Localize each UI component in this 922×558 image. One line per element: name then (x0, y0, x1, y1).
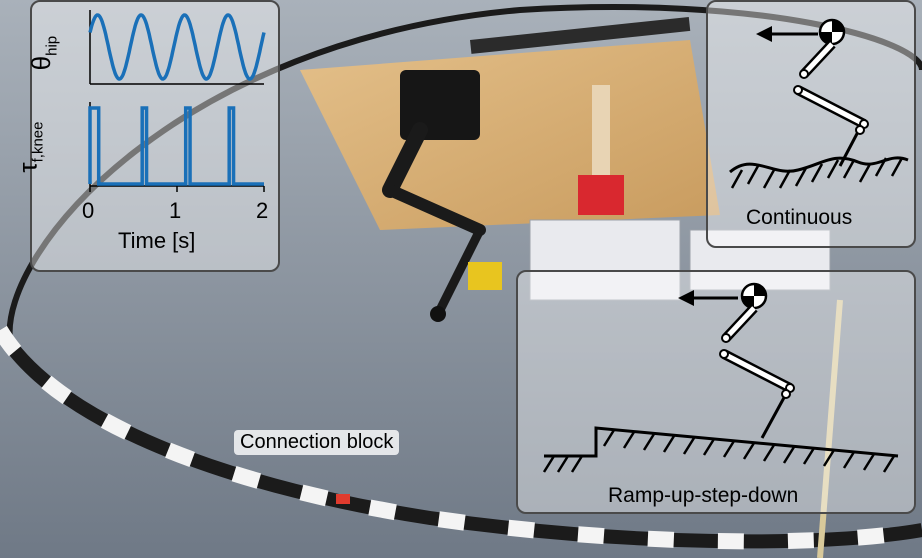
ramp-terrain (544, 426, 899, 458)
continuous-panel: Continuous (706, 0, 916, 248)
robot-foot-link (435, 225, 485, 315)
tau-knee-curve (88, 106, 264, 186)
x-tick-label-2: 2 (256, 198, 269, 223)
ramp-hatching (602, 429, 896, 473)
foot-link (760, 393, 788, 439)
joint-4 (781, 389, 791, 399)
continuous-diagram (729, 18, 909, 189)
tau-subscript: f,knee (29, 121, 47, 163)
shank-link-inner (722, 351, 792, 391)
connection-block (336, 494, 350, 504)
shank-link-inner (796, 87, 866, 127)
signal-plot-panel: θhip τf,knee 0 1 2 Time [s] (12, 0, 280, 272)
x-axis-label: Time [s] (118, 228, 196, 253)
theta-hip-curve (88, 13, 266, 81)
robot-thigh (382, 122, 428, 198)
boom-arm (469, 17, 691, 54)
thigh-link-inner (802, 42, 834, 76)
post-base (578, 175, 624, 215)
thigh-link-inner (724, 306, 756, 340)
direction-arrow-head (678, 290, 694, 306)
ramp-panel: Ramp-up-step-down (516, 270, 916, 514)
robot-shank (384, 184, 486, 236)
tau-knee-label: τf,knee (12, 122, 46, 173)
hip-mass-quadrants (820, 20, 844, 44)
joint-1 (799, 69, 809, 79)
joint-1 (721, 333, 731, 343)
track-clamps (0, 325, 922, 550)
power-supply (529, 219, 681, 301)
tau-symbol: τ (12, 162, 43, 173)
joint-4 (855, 125, 865, 135)
direction-arrow-head (756, 26, 772, 42)
continuous-label: Continuous (746, 206, 853, 229)
x-tick-label-1: 1 (169, 198, 182, 223)
boom-post (592, 85, 610, 195)
joint-2 (793, 85, 803, 95)
hip-mass-quadrants (742, 284, 766, 308)
x-tick-label-0: 0 (82, 198, 95, 223)
terrain-hatching (730, 157, 904, 189)
track-ring (6, 4, 922, 341)
robot-foot (430, 306, 446, 322)
ramp-label: Ramp-up-step-down (608, 484, 799, 507)
signal-plot-svg (88, 10, 266, 192)
theta-hip-label: θhip (26, 36, 60, 71)
continuous-terrain (729, 156, 909, 174)
joint-2 (719, 349, 729, 359)
yellow-box (468, 262, 502, 290)
theta-symbol: θ (26, 55, 57, 71)
ramp-diagram (542, 282, 899, 473)
ground-hatching (542, 455, 584, 473)
floor-tape (817, 299, 843, 558)
theta-subscript: hip (43, 35, 61, 56)
connection-block-callout: Connection block (234, 430, 400, 455)
